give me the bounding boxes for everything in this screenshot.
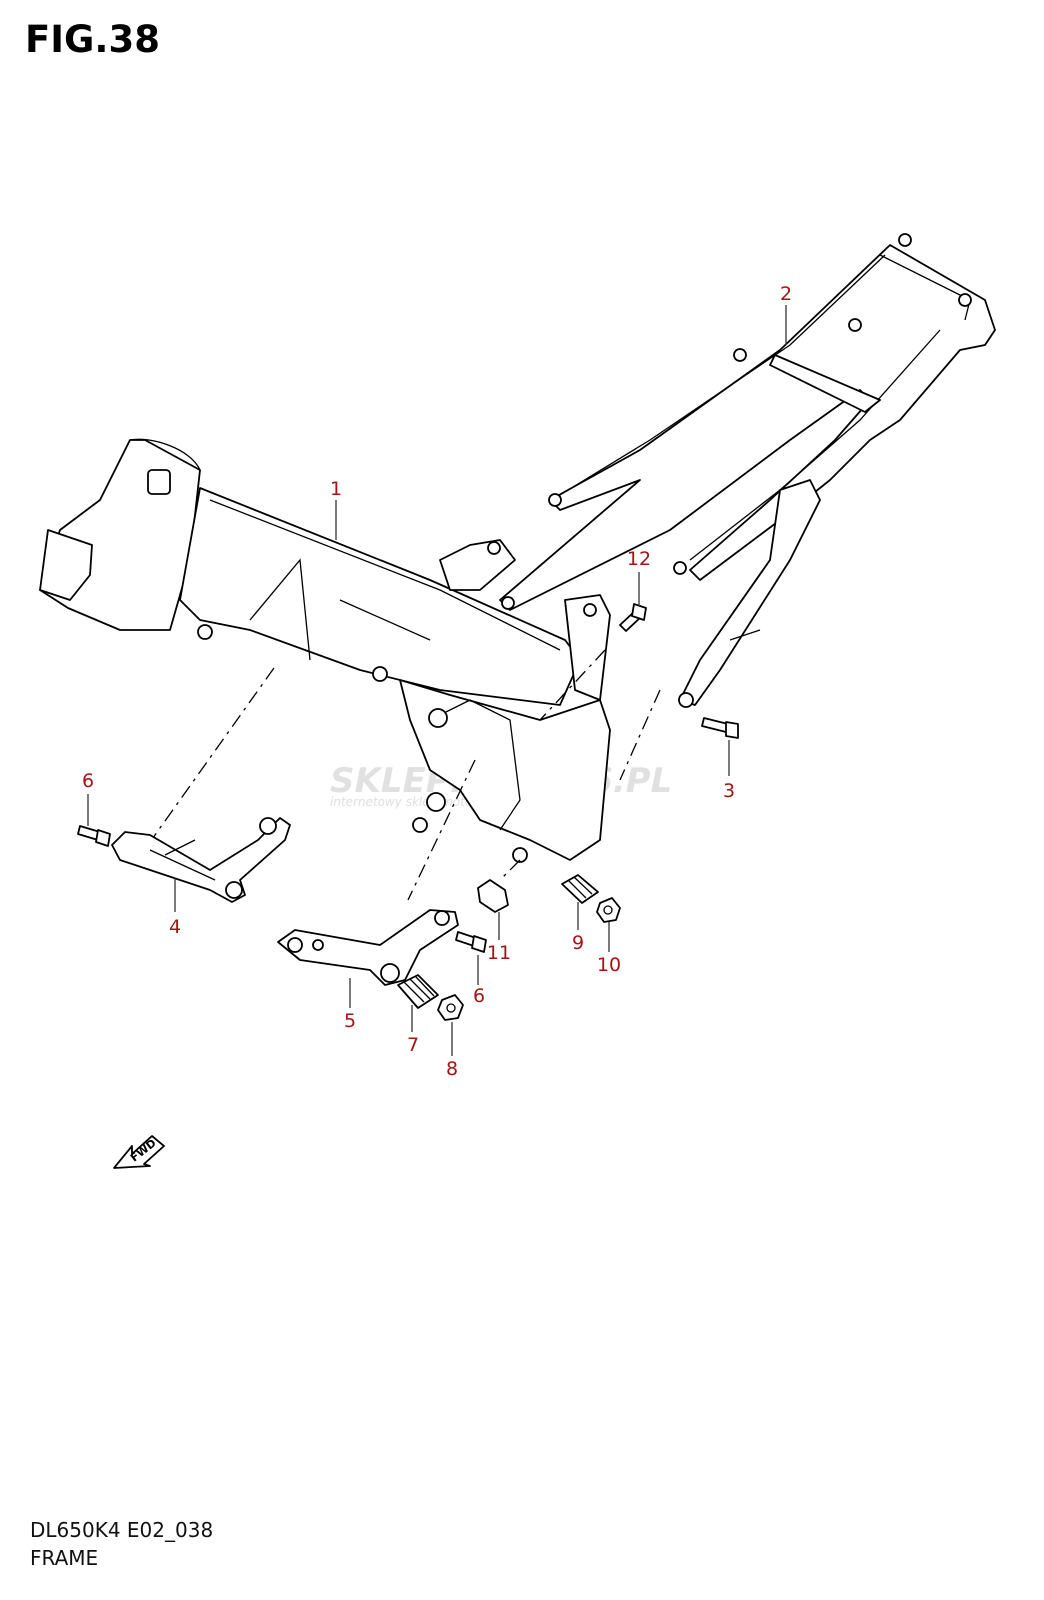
callout-5: 5 (344, 1010, 356, 1032)
bolt-6-right[interactable] (455, 931, 487, 953)
fwd-arrow-icon: FWD (113, 1135, 165, 1169)
callout-6-left: 6 (82, 770, 94, 792)
spacer-11[interactable] (477, 879, 509, 913)
nut-10[interactable] (596, 897, 621, 923)
model-code: DL650K4 E02_038 (30, 1518, 214, 1542)
footrest-bracket-left[interactable] (111, 817, 291, 903)
callout-2: 2 (780, 283, 792, 305)
callout-11: 11 (487, 942, 511, 964)
bolt-3[interactable] (701, 717, 739, 739)
main-frame[interactable] (39, 438, 611, 863)
bolt-6-left[interactable] (77, 825, 111, 847)
callout-9: 9 (572, 932, 584, 954)
callout-8: 8 (446, 1058, 458, 1080)
cushion-9[interactable] (561, 874, 599, 904)
callout-12: 12 (627, 548, 651, 570)
callout-1: 1 (330, 478, 342, 500)
callout-4: 4 (169, 916, 181, 938)
callout-7: 7 (407, 1034, 419, 1056)
footrest-bracket-right[interactable] (277, 909, 459, 986)
cushion-7[interactable] (397, 974, 439, 1009)
section-name: FRAME (30, 1546, 99, 1570)
figure-title: FIG.38 (25, 18, 160, 61)
callout-10: 10 (597, 954, 621, 976)
seat-rail[interactable] (499, 233, 996, 708)
nut-8[interactable] (437, 994, 464, 1021)
callout-6-right: 6 (473, 985, 485, 1007)
callout-3: 3 (723, 780, 735, 802)
bolt-12[interactable] (619, 603, 647, 632)
